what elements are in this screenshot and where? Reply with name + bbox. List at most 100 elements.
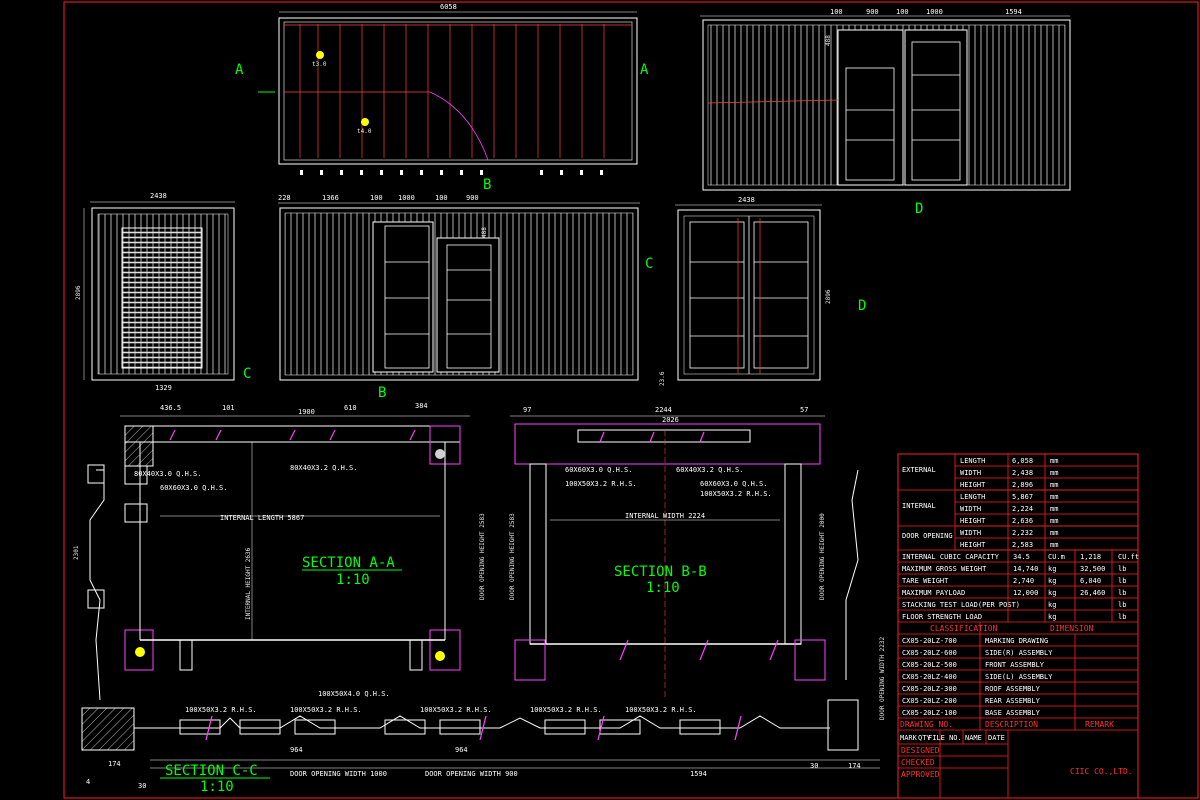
- section-marker-c-side: C: [645, 256, 653, 272]
- capacity-label: MAXIMUM GROSS WEIGHT: [902, 565, 987, 573]
- drawing-description: BASE ASSEMBLY: [985, 709, 1041, 717]
- svg-text:60X60X3.0 Q.H.S.: 60X60X3.0 Q.H.S.: [700, 480, 767, 488]
- spec-item-label: HEIGHT: [960, 481, 986, 489]
- svg-text:60X40X3.2 Q.H.S.: 60X40X3.2 Q.H.S.: [676, 466, 743, 474]
- svg-text:DOOR OPENING HEIGHT 2000: DOOR OPENING HEIGHT 2000: [819, 513, 826, 600]
- capacity-value-metric: 2,740: [1013, 577, 1034, 585]
- spec-value: 6,058: [1012, 457, 1033, 465]
- svg-text:1000: 1000: [398, 194, 415, 202]
- drawing-number: CX05-20LZ-500: [902, 661, 957, 669]
- section-aa: 436.5 1900 384 101 610 INTERNAL LENGTH 5…: [120, 402, 486, 698]
- capacity-value-imperial: 6,040: [1080, 577, 1101, 585]
- svg-text:100X50X3.2 R.H.S.: 100X50X3.2 R.H.S.: [625, 706, 697, 714]
- spec-value: 5,867: [1012, 493, 1033, 501]
- svg-text:DOOR OPENING WIDTH 900: DOOR OPENING WIDTH 900: [425, 770, 518, 778]
- svg-text:2896: 2896: [75, 285, 82, 300]
- capacity-unit-imperial: lb: [1118, 565, 1126, 573]
- dimension-header: DIMENSION: [1050, 624, 1094, 633]
- drawing-description: SIDE(L) ASSEMBLY: [985, 673, 1053, 681]
- bb-door-height: DOOR OPENING HEIGHT 2583: [509, 513, 516, 600]
- spec-item-label: WIDTH: [960, 505, 981, 513]
- spec-group-label: INTERNAL: [902, 502, 936, 510]
- sign-name: NAME: [965, 734, 982, 742]
- plate-t30-label: t3.0: [312, 61, 327, 68]
- spec-group-label: EXTERNAL: [902, 466, 936, 474]
- svg-text:228: 228: [278, 194, 291, 202]
- capacity-value-imperial: 1,218: [1080, 553, 1101, 561]
- top-length-dim: 6058: [440, 3, 457, 11]
- svg-text:488: 488: [825, 35, 832, 46]
- svg-text:100X50X3.2 R.H.S.: 100X50X3.2 R.H.S.: [290, 706, 362, 714]
- sign-date: DATE: [988, 734, 1005, 742]
- capacity-value-imperial: 32,500: [1080, 565, 1105, 573]
- svg-text:100X50X3.2 R.H.S.: 100X50X3.2 R.H.S.: [420, 706, 492, 714]
- svg-text:DOOR OPENING WIDTH 1000: DOOR OPENING WIDTH 1000: [290, 770, 387, 778]
- svg-text:100: 100: [896, 8, 909, 16]
- spec-value: 2,583: [1012, 541, 1033, 549]
- capacity-unit-metric: kg: [1048, 577, 1056, 585]
- svg-text:23.6: 23.6: [659, 371, 666, 386]
- section-marker-b-side: B: [378, 385, 386, 401]
- section-bb: 97 2244 2026 57 INTERNAL WIDTH 2224 DOOR…: [509, 406, 886, 720]
- svg-text:2896: 2896: [825, 289, 832, 304]
- checked-label: CHECKED: [901, 758, 935, 767]
- svg-text:101: 101: [222, 404, 235, 412]
- svg-text:900: 900: [466, 194, 479, 202]
- svg-text:1594: 1594: [1005, 8, 1022, 16]
- svg-text:4: 4: [86, 778, 90, 786]
- drawing-number: CX05-20LZ-600: [902, 649, 957, 657]
- spec-value: 2,896: [1012, 481, 1033, 489]
- svg-text:2301: 2301: [73, 545, 80, 560]
- rear-view: 2438 2896 23.6 D: [659, 196, 866, 386]
- plate-t40-label: t4.0: [357, 128, 372, 135]
- svg-text:60X60X3.0 Q.H.S.: 60X60X3.0 Q.H.S.: [565, 466, 632, 474]
- svg-text:174: 174: [848, 762, 861, 770]
- cc-title: SECTION C-C: [165, 763, 258, 779]
- bb-title: SECTION B-B: [614, 564, 707, 580]
- spec-value: 2,636: [1012, 517, 1033, 525]
- aa-scale: 1:10: [336, 572, 370, 588]
- capacity-unit-imperial: CU.ft: [1118, 553, 1139, 561]
- section-marker-b-top: B: [483, 177, 491, 193]
- section-cc: 2301 100X50X3.2 R.H.S. 100X50X3.2 R.H.S.…: [73, 464, 880, 795]
- section-marker-d-rear: D: [858, 298, 866, 314]
- drawing-description: SIDE(R) ASSEMBLY: [985, 649, 1053, 657]
- svg-text:384: 384: [415, 402, 428, 410]
- drawing-number: CX05-20LZ-300: [902, 685, 957, 693]
- cc-scale: 1:10: [200, 779, 234, 795]
- svg-text:100X50X3.2 R.H.S.: 100X50X3.2 R.H.S.: [530, 706, 602, 714]
- drawing-description: FRONT ASSEMBLY: [985, 661, 1045, 669]
- designed-label: DESIGNED: [901, 746, 940, 755]
- svg-text:60X60X3.0 Q.H.S.: 60X60X3.0 Q.H.S.: [160, 484, 227, 492]
- svg-text:174: 174: [108, 760, 121, 768]
- svg-text:30: 30: [138, 782, 146, 790]
- section-marker-a-left: A: [235, 62, 244, 78]
- svg-text:30: 30: [810, 762, 818, 770]
- capacity-unit-imperial: lb: [1118, 601, 1126, 609]
- drawing-description: REAR ASSEMBLY: [985, 697, 1041, 705]
- svg-text:2438: 2438: [738, 196, 755, 204]
- svg-text:2438: 2438: [150, 192, 167, 200]
- svg-text:100: 100: [830, 8, 843, 16]
- capacity-value-metric: 34.5: [1013, 553, 1030, 561]
- approved-label: APPROVED: [901, 770, 940, 779]
- capacity-label: MAXIMUM PAYLOAD: [902, 589, 965, 597]
- side-view: 228 1366 100 1000 100 900 488 C B: [278, 194, 653, 401]
- capacity-unit-metric: kg: [1048, 613, 1056, 621]
- drawing-border: [63, 1, 1199, 799]
- spec-unit: mm: [1050, 517, 1058, 525]
- svg-text:100X50X3.2 R.H.S.: 100X50X3.2 R.H.S.: [700, 490, 772, 498]
- drawing-description: ROOF ASSEMBLY: [985, 685, 1041, 693]
- drawing-number: CX05-20LZ-700: [902, 637, 957, 645]
- capacity-unit-imperial: lb: [1118, 589, 1126, 597]
- capacity-unit-metric: kg: [1048, 565, 1056, 573]
- sign-qty: QTY: [918, 734, 931, 742]
- svg-text:1594: 1594: [690, 770, 707, 778]
- svg-text:100X50X4.0 Q.H.S.: 100X50X4.0 Q.H.S.: [318, 690, 390, 698]
- svg-text:80X40X3.0 Q.H.S.: 80X40X3.0 Q.H.S.: [134, 470, 201, 478]
- drawing-description: MARKING DRAWING: [985, 637, 1048, 645]
- svg-text:1366: 1366: [322, 194, 339, 202]
- spec-unit: mm: [1050, 469, 1058, 477]
